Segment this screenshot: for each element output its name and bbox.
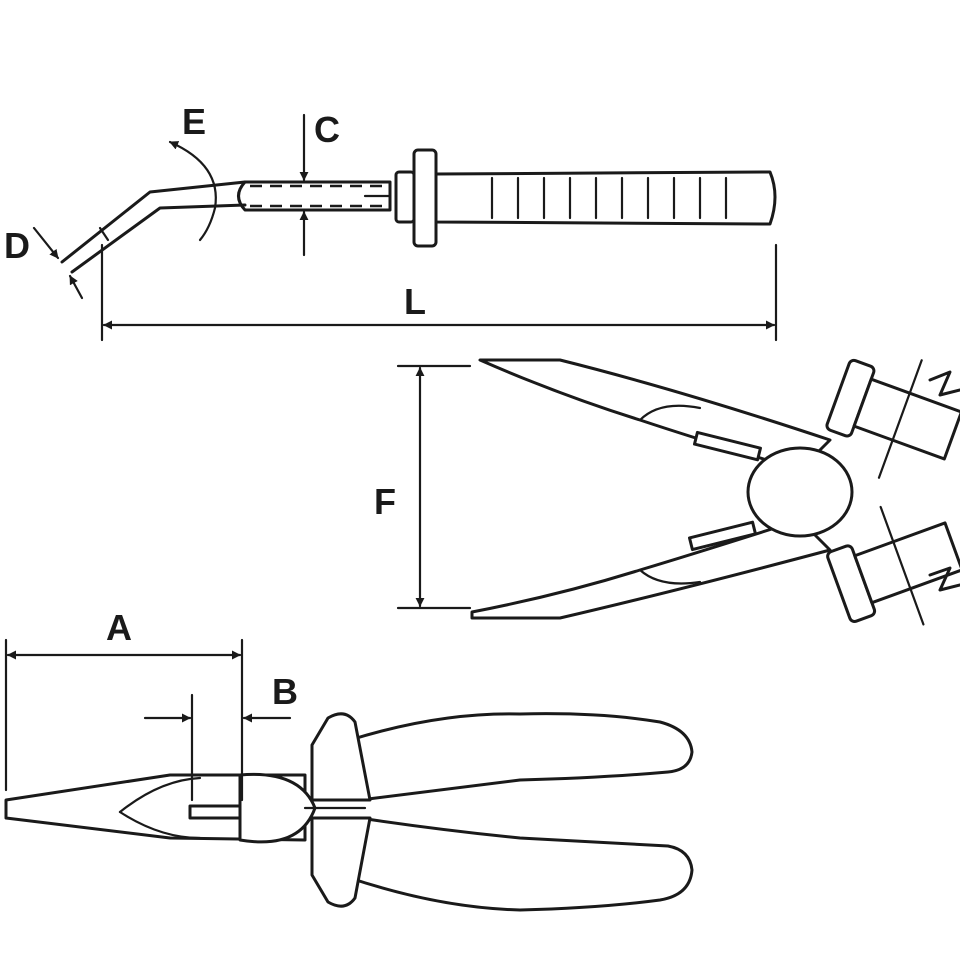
side-view: C E D L [4, 101, 778, 342]
dimension-a: A [4, 607, 244, 802]
closed-pliers-view: A B [4, 607, 694, 912]
dimension-e: E [168, 101, 217, 242]
dimension-f: F [374, 364, 472, 610]
handle-grip-lines [490, 176, 728, 220]
dimension-c: C [299, 109, 340, 257]
dimension-l: L [100, 243, 778, 342]
label-l: L [404, 281, 426, 322]
open-jaws-view: F [374, 358, 960, 626]
dimension-d: D [4, 225, 84, 300]
label-b: B [272, 671, 298, 712]
label-e: E [182, 101, 206, 142]
label-d: D [4, 225, 30, 266]
label-a: A [106, 607, 132, 648]
label-f: F [374, 481, 396, 522]
label-c: C [314, 109, 340, 150]
dimension-b: B [143, 671, 298, 802]
